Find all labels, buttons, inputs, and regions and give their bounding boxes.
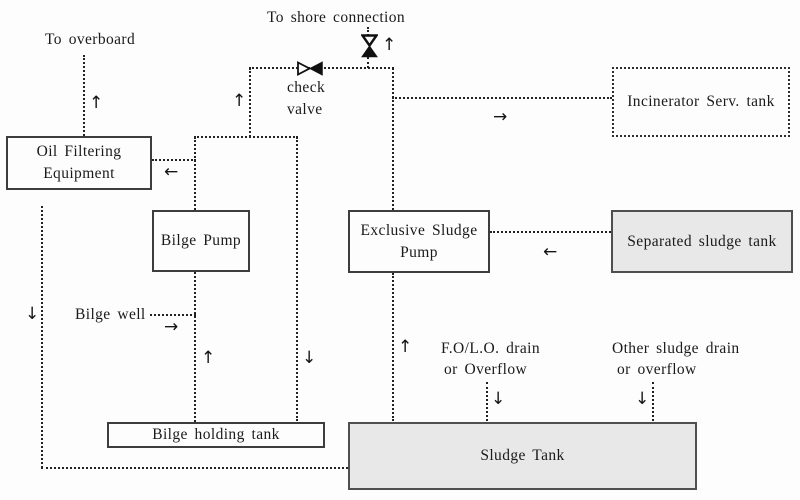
label-fo-lo-drain-line1: F.O/L.O. drain	[441, 340, 540, 357]
flow-arrow-up-shore: ↑	[382, 35, 397, 55]
box-bilge-pump: Bilge Pump	[152, 210, 250, 272]
bilge-holding-tank-label: Bilge holding tank	[152, 426, 280, 443]
pipe-holding-tank-drop	[296, 137, 298, 421]
pipe-other-sludge-drop	[652, 382, 654, 421]
exclusive-sludge-pump-label-line2: Pump	[400, 243, 438, 261]
pipe-overboard-riser	[83, 55, 85, 136]
box-oil-filtering-equipment: Oil Filtering Equipment	[6, 136, 152, 190]
label-check-valve-line1: check	[287, 79, 326, 96]
flow-arrow-left-separated-tank: ←	[543, 242, 558, 262]
pipe-separated-tank-to-pump	[490, 231, 611, 233]
box-bilge-holding-tank: Bilge holding tank	[107, 422, 325, 448]
flow-arrow-up-overboard: ↑	[89, 93, 104, 113]
pipe-bilge-pump-discharge	[194, 137, 196, 210]
pipe-sludge-pump-riser	[392, 68, 394, 210]
exclusive-sludge-pump-label-line1: Exclusive Sludge	[360, 221, 478, 239]
box-separated-sludge-tank: Separated sludge tank	[611, 210, 793, 273]
separated-sludge-tank-label: Separated sludge tank	[627, 232, 777, 250]
pipe-bottom-return	[41, 467, 348, 469]
pipe-fo-lo-drain-drop	[486, 382, 488, 421]
pipe-shore-valve-lower	[367, 57, 369, 68]
flow-arrow-right-bilge-well: →	[164, 317, 179, 337]
flow-arrow-down-fo-lo-drain: ↓	[491, 389, 506, 409]
flow-arrow-down-holding-tank: ↓	[302, 348, 317, 368]
flow-arrow-up-checkline-riser: ↑	[232, 91, 247, 111]
pipe-sludge-pump-suction	[392, 273, 394, 421]
pipe-to-oil-filtering	[152, 159, 196, 161]
pipe-bilge-well-branch	[150, 314, 196, 316]
flow-arrow-up-sludge-suction: ↑	[398, 337, 413, 357]
flow-arrow-right-incinerator: →	[493, 107, 508, 127]
label-other-sludge-drain-line1: Other sludge drain	[612, 340, 740, 357]
label-check-valve-line2: valve	[287, 101, 323, 118]
box-incinerator-serv-tank: Incinerator Serv. tank	[612, 67, 790, 137]
pipe-shore-valve-upper	[367, 27, 369, 36]
flow-arrow-down-left-return: ↓	[25, 304, 40, 324]
label-other-sludge-drain-line2: or overflow	[617, 361, 697, 378]
check-valve-icon	[297, 61, 323, 81]
box-exclusive-sludge-pump: Exclusive Sludge Pump	[348, 210, 490, 273]
label-to-shore-connection: To shore connection	[267, 9, 406, 26]
sludge-tank-label: Sludge Tank	[480, 447, 565, 464]
pipe-left-return-vertical	[41, 206, 43, 468]
oil-filtering-equipment-label-line1: Oil Filtering	[36, 143, 122, 160]
label-fo-lo-drain-line2: or Overflow	[444, 361, 528, 378]
oil-filtering-equipment-label-line2: Equipment	[43, 165, 115, 182]
pipe-checkline-riser	[249, 68, 251, 137]
pipe-top-junction	[194, 136, 298, 138]
bilge-pump-label: Bilge Pump	[160, 232, 242, 249]
shore-gate-valve-icon	[360, 34, 379, 63]
flow-arrow-left-oil-filtering: ←	[164, 162, 179, 182]
pipe-bilge-pump-suction	[194, 272, 196, 422]
pipe-to-incinerator	[392, 97, 612, 99]
label-bilge-well: Bilge well	[75, 306, 146, 323]
label-to-overboard: To overboard	[45, 31, 136, 48]
incinerator-serv-tank-label: Incinerator Serv. tank	[627, 93, 775, 110]
flow-arrow-up-bilge-suction: ↑	[201, 348, 216, 368]
box-sludge-tank: Sludge Tank	[348, 422, 697, 490]
flow-arrow-down-other-sludge: ↓	[635, 389, 650, 409]
